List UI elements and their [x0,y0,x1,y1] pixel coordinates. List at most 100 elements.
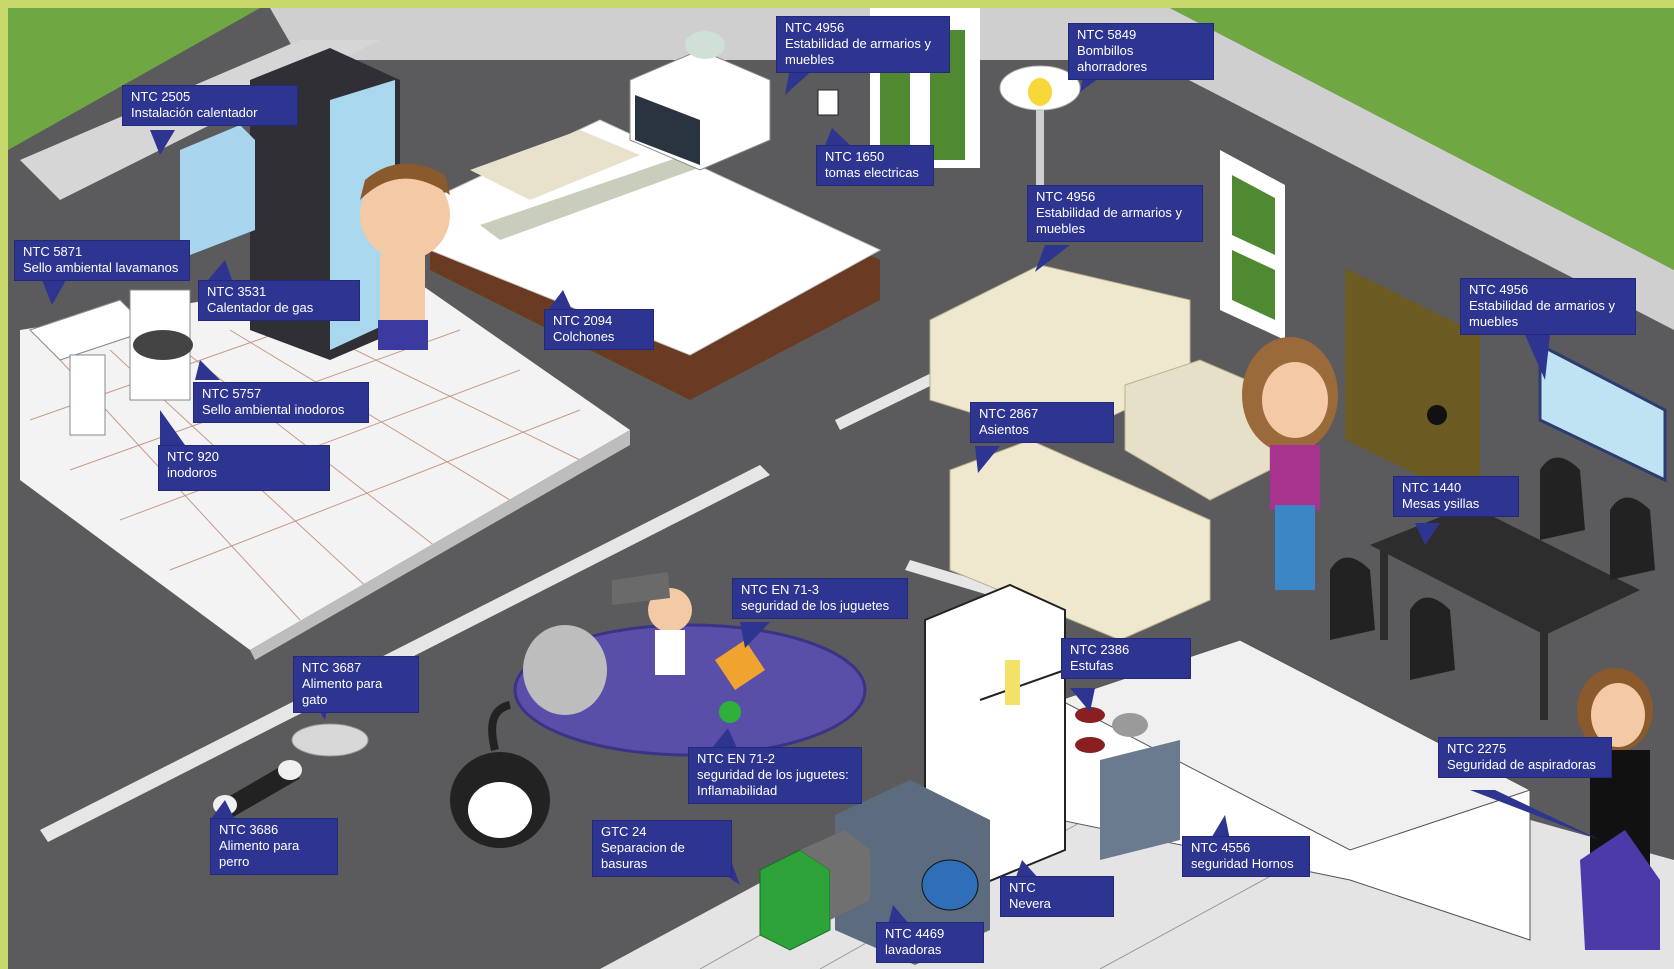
label-desc: seguridad Hornos [1191,856,1294,871]
label-desc: Estabilidad de armarios y muebles [785,36,931,67]
label-ntc4956-wardrobe: NTC 4956 Estabilidad de armarios y muebl… [776,16,950,73]
label-code: NTC 2386 [1070,642,1130,657]
washing-machine [835,780,990,965]
person-man-hair [360,163,450,200]
bulb [1028,78,1052,106]
label-ntc920: NTC 920 inodoros [158,445,330,491]
person-maid-head [1591,683,1645,747]
water-heater [180,125,255,255]
label-ntc2094: NTC 2094 Colchones [544,309,654,350]
label-code: NTC 4956 [785,20,845,35]
label-ntc4469: NTC 4469 lavadoras [876,922,984,963]
label-desc: seguridad de los juguetes: Inflamabilida… [697,767,849,798]
bone-end [278,760,302,780]
label-desc: Nevera [1009,896,1051,911]
cat-tail [488,701,512,751]
toy-ball [719,701,741,723]
label-ntcen713: NTC EN 71-3 seguridad de los juguetes [732,578,908,619]
bathroom-edge [250,430,630,660]
window-pane [1232,175,1275,255]
person-woman-jeans [1275,505,1315,590]
toy-box [612,572,670,605]
label-ntc5757: NTC 5757 Sello ambiental inodoros [193,382,369,423]
label-ntc2505: NTC 2505 Instalación calentador [122,85,298,126]
pot [1112,713,1148,737]
fridge-note [1005,660,1020,705]
label-ntc3531: NTC 3531 Calentador de gas [198,280,360,321]
label-code: NTC 3531 [207,284,267,299]
washer-door [921,859,979,911]
label-code: NTC 2275 [1447,741,1507,756]
label-desc: seguridad de los juguetes [741,598,890,613]
baby-body [655,630,685,675]
sink-pedestal [69,354,106,436]
label-ntc4956-sofa: NTC 4956 Estabilidad de armarios y muebl… [1027,185,1203,242]
label-desc: Seguridad de aspiradoras [1447,757,1596,772]
floor-stripe-a [40,465,770,842]
table-leg [1540,630,1548,720]
label-code: NTC 5757 [202,386,262,401]
label-desc: Colchones [553,329,615,344]
person-woman-top [1270,445,1320,510]
table-leg [1380,550,1388,640]
lamp [685,31,725,59]
trash-bin-gray [800,830,870,920]
toy-book [715,640,765,690]
label-ntc5871: NTC 5871 Sello ambiental lavamanos [14,240,190,281]
vacuum [1580,830,1660,950]
label-code: NTC 3686 [219,822,279,837]
label-ntc5849: NTC 5849 Bombillos ahorradores [1068,23,1214,80]
label-code: NTC 4556 [1191,840,1251,855]
stove-burner [1075,737,1105,753]
label-desc: Estabilidad de armarios y muebles [1036,205,1182,236]
label-ntc3686: NTC 3686 Alimento para perro [210,818,338,875]
dining-table [1370,505,1640,635]
person-man-body [380,255,425,330]
label-code: NTC 4469 [885,926,945,941]
label-desc: Estabilidad de armarios y muebles [1469,298,1615,329]
cat-bowl [291,723,369,757]
label-desc: Sello ambiental lavamanos [23,260,179,275]
outlet [817,89,839,116]
label-desc: Alimento para perro [219,838,300,869]
label-desc: Calentador de gas [207,300,314,315]
label-code: NTC 1440 [1402,480,1462,495]
label-code: NTC 4956 [1469,282,1529,297]
label-ntc3687: NTC 3687 Alimento para gato [293,656,419,713]
toy-bear [523,625,607,715]
person-woman-head [1262,362,1328,438]
label-desc: tomas electricas [825,165,919,180]
lawn-corner [1170,8,1674,270]
label-desc: Separacion de basuras [601,840,685,871]
chair [1410,597,1455,680]
pillow [470,130,640,200]
label-code: NTC 1650 [825,149,885,164]
floor-lamp-pole [1036,90,1044,240]
label-ntc2275: NTC 2275 Seguridad de aspiradoras [1438,737,1612,778]
label-code: NTC 920 [167,449,220,464]
oven-window [1100,740,1180,860]
blanket-stripe [480,150,720,240]
window-pane [1232,250,1275,320]
label-code: NTC 2867 [979,406,1039,421]
label-desc: Instalación calentador [131,105,258,120]
label-ntc4956-window: NTC 4956 Estabilidad de armarios y muebl… [1460,278,1636,335]
label-code: NTC 2094 [553,313,613,328]
label-desc: inodoros [167,465,217,480]
label-code: NTC EN 71-3 [741,582,820,597]
label-ntcen712: NTC EN 71-2 seguridad de los juguetes: I… [688,747,862,804]
chair [1330,557,1375,640]
floor-stripe-c [905,560,1010,600]
back-wall [270,8,1674,330]
label-desc: Asientos [979,422,1029,437]
label-desc: Estufas [1070,658,1114,673]
label-code: NTC EN 71-2 [697,751,776,766]
label-ntc2386: NTC 2386 Estufas [1061,638,1191,679]
label-gtc24: GTC 24 Separacion de basuras [592,820,732,877]
label-desc: Bombillos ahorradores [1077,43,1148,74]
dog-bone [220,761,300,819]
window-right [1538,342,1667,483]
label-desc: Mesas ysillas [1402,496,1480,511]
label-code: NTC 4956 [1036,189,1096,204]
